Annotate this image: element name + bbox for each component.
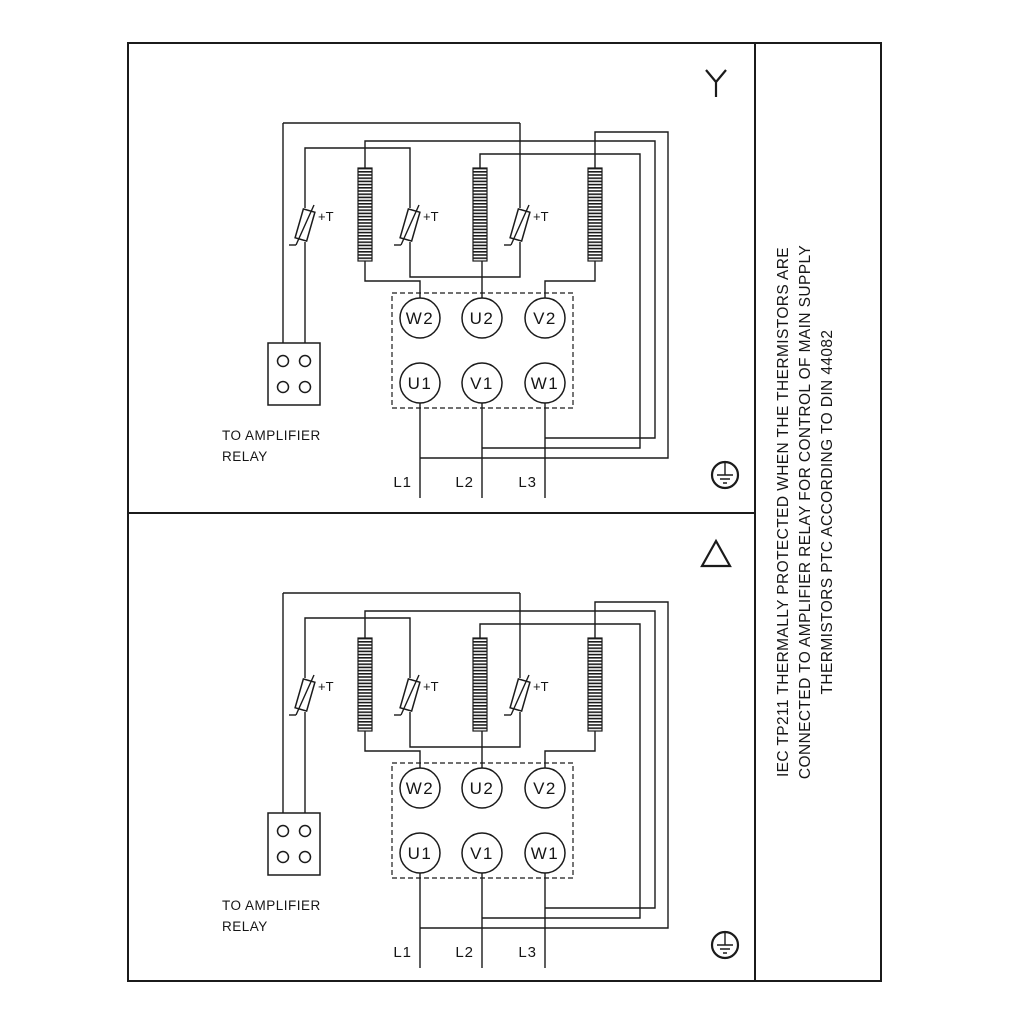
winding-coil-3	[587, 167, 603, 262]
supply-label-l3: L3	[518, 474, 537, 491]
amplifier-connector-block	[267, 812, 321, 876]
frame	[127, 42, 882, 982]
delta-symbol	[700, 538, 732, 568]
thermistor-1	[289, 674, 316, 716]
star-symbol	[705, 69, 727, 97]
relay-caption-line1: TO AMPLIFIER	[222, 428, 321, 443]
svg-text:V1: V1	[470, 374, 494, 393]
svg-text:V2: V2	[533, 309, 557, 328]
terminal-w2: W2	[399, 767, 441, 809]
winding-coil-1	[357, 637, 373, 732]
supply-label-l1: L1	[393, 944, 412, 961]
svg-text:W1: W1	[531, 374, 560, 393]
terminal-v1: V1	[461, 832, 503, 874]
amplifier-connector-block	[267, 342, 321, 406]
svg-text:U2: U2	[470, 309, 495, 328]
connector-pin	[276, 824, 290, 838]
terminal-u1: U1	[399, 362, 441, 404]
note-line-2: CONNECTED TO AMPLIFIER RELAY FOR CONTROL…	[797, 245, 814, 779]
winding-coil-2	[472, 637, 488, 732]
svg-text:W2: W2	[406, 779, 435, 798]
connector-pin	[298, 380, 312, 394]
connector-pin	[298, 850, 312, 864]
svg-text:V1: V1	[470, 844, 494, 863]
terminal-w1: W1	[524, 362, 566, 404]
thermistor-label: +T	[423, 209, 439, 224]
thermistor-label: +T	[318, 679, 334, 694]
terminal-u2: U2	[461, 297, 503, 339]
winding-coil-1	[357, 167, 373, 262]
panel-star: +T +T +T W2 U2 V2 U1	[222, 69, 740, 498]
terminal-v2: V2	[524, 767, 566, 809]
svg-text:U1: U1	[408, 844, 433, 863]
thermistor-1	[289, 204, 316, 246]
note-line-1: IEC TP211 THERMALLY PROTECTED WHEN THE T…	[775, 247, 792, 777]
connector-pin	[276, 850, 290, 864]
svg-text:W2: W2	[406, 309, 435, 328]
terminal-w2: W2	[399, 297, 441, 339]
relay-caption-line2: RELAY	[222, 919, 268, 934]
connector-pin	[276, 380, 290, 394]
winding-coil-2	[472, 167, 488, 262]
supply-label-l1: L1	[393, 474, 412, 491]
svg-text:V2: V2	[533, 779, 557, 798]
terminal-v2: V2	[524, 297, 566, 339]
wiring	[282, 592, 669, 968]
winding-coil-3	[587, 637, 603, 732]
terminal-box-outline	[391, 762, 574, 879]
connector-pin	[276, 354, 290, 368]
wiring	[282, 122, 669, 498]
thermistor-label: +T	[533, 679, 549, 694]
thermistor-label: +T	[318, 209, 334, 224]
thermistor-label: +T	[533, 209, 549, 224]
thermistor-3	[504, 674, 531, 716]
terminal-box-outline	[391, 292, 574, 409]
relay-caption-line2: RELAY	[222, 449, 268, 464]
terminal-w1: W1	[524, 832, 566, 874]
ground-icon	[710, 460, 740, 490]
supply-label-l2: L2	[455, 944, 474, 961]
thermistor-3	[504, 204, 531, 246]
supply-label-l3: L3	[518, 944, 537, 961]
terminal-v1: V1	[461, 362, 503, 404]
panel-delta: +T +T +T W2 U2 V2 U1	[222, 538, 740, 968]
note-line-3: THERMISTORS PTC ACCORDING TO DIN 44082	[819, 330, 836, 695]
supply-label-l2: L2	[455, 474, 474, 491]
terminal-u1: U1	[399, 832, 441, 874]
terminal-u2: U2	[461, 767, 503, 809]
svg-text:U1: U1	[408, 374, 433, 393]
relay-caption-line1: TO AMPLIFIER	[222, 898, 321, 913]
note-panel: IEC TP211 THERMALLY PROTECTED WHEN THE T…	[775, 245, 836, 779]
connector-pin	[298, 824, 312, 838]
thermistor-label: +T	[423, 679, 439, 694]
thermistor-2	[394, 204, 421, 246]
ground-icon	[710, 930, 740, 960]
svg-text:U2: U2	[470, 779, 495, 798]
svg-text:W1: W1	[531, 844, 560, 863]
thermistor-2	[394, 674, 421, 716]
connector-pin	[298, 354, 312, 368]
